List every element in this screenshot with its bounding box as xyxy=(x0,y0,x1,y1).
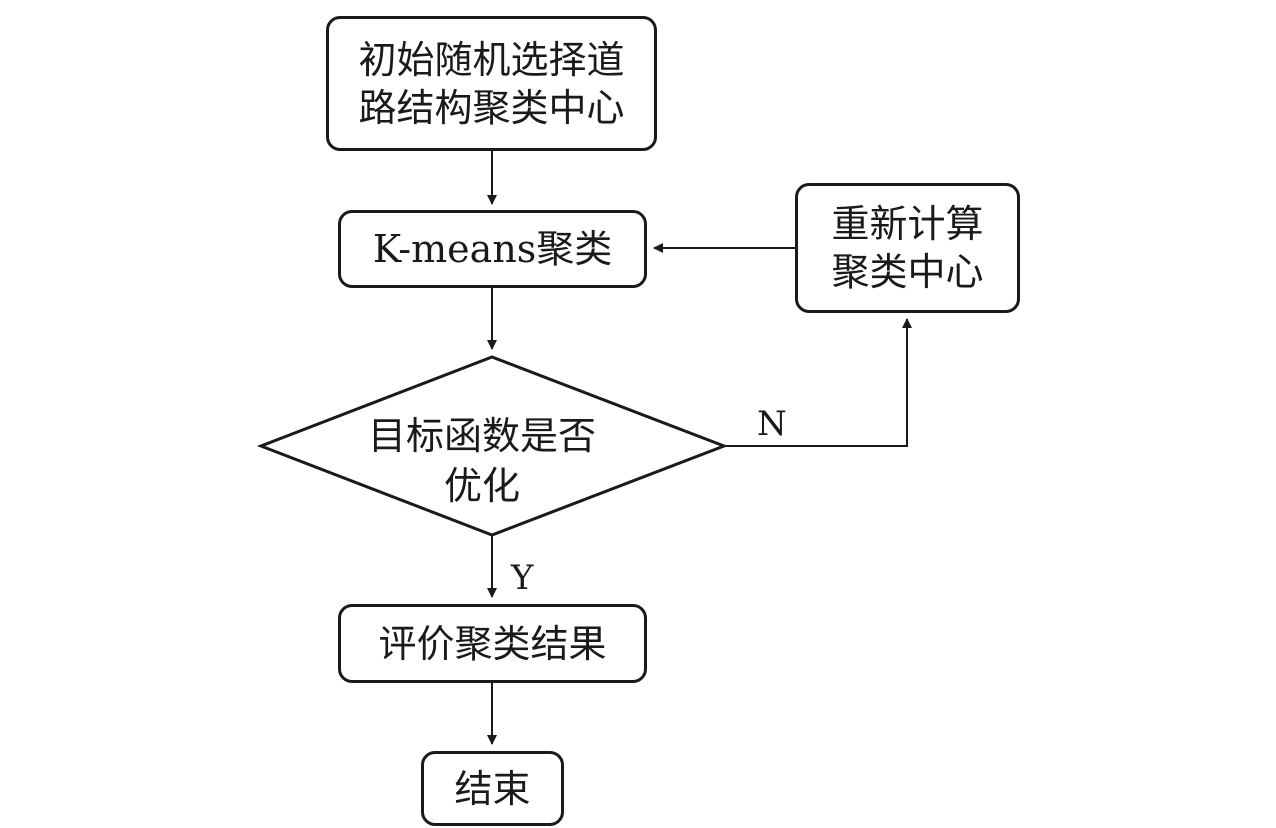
start-node-label: 初始随机选择道 路结构聚类中心 xyxy=(358,37,625,130)
evaluate-node: 评价聚类结果 xyxy=(338,604,647,683)
decision-node-label: 目标函数是否 优化 xyxy=(367,414,596,508)
start-node: 初始随机选择道 路结构聚类中心 xyxy=(326,16,657,151)
recompute-node-label: 重新计算 聚类中心 xyxy=(831,202,984,294)
recompute-node: 重新计算 聚类中心 xyxy=(795,183,1020,313)
kmeans-node-label: K-means聚类 xyxy=(372,227,613,271)
no-branch-label: N xyxy=(757,404,787,444)
end-node: 结束 xyxy=(421,751,564,826)
evaluate-node-label: 评价聚类结果 xyxy=(378,621,607,666)
yes-branch-label: Y xyxy=(511,558,534,598)
kmeans-node: K-means聚类 xyxy=(338,210,647,288)
end-node-label: 结束 xyxy=(454,766,531,811)
arrow-decision-to-recompute xyxy=(724,318,912,447)
